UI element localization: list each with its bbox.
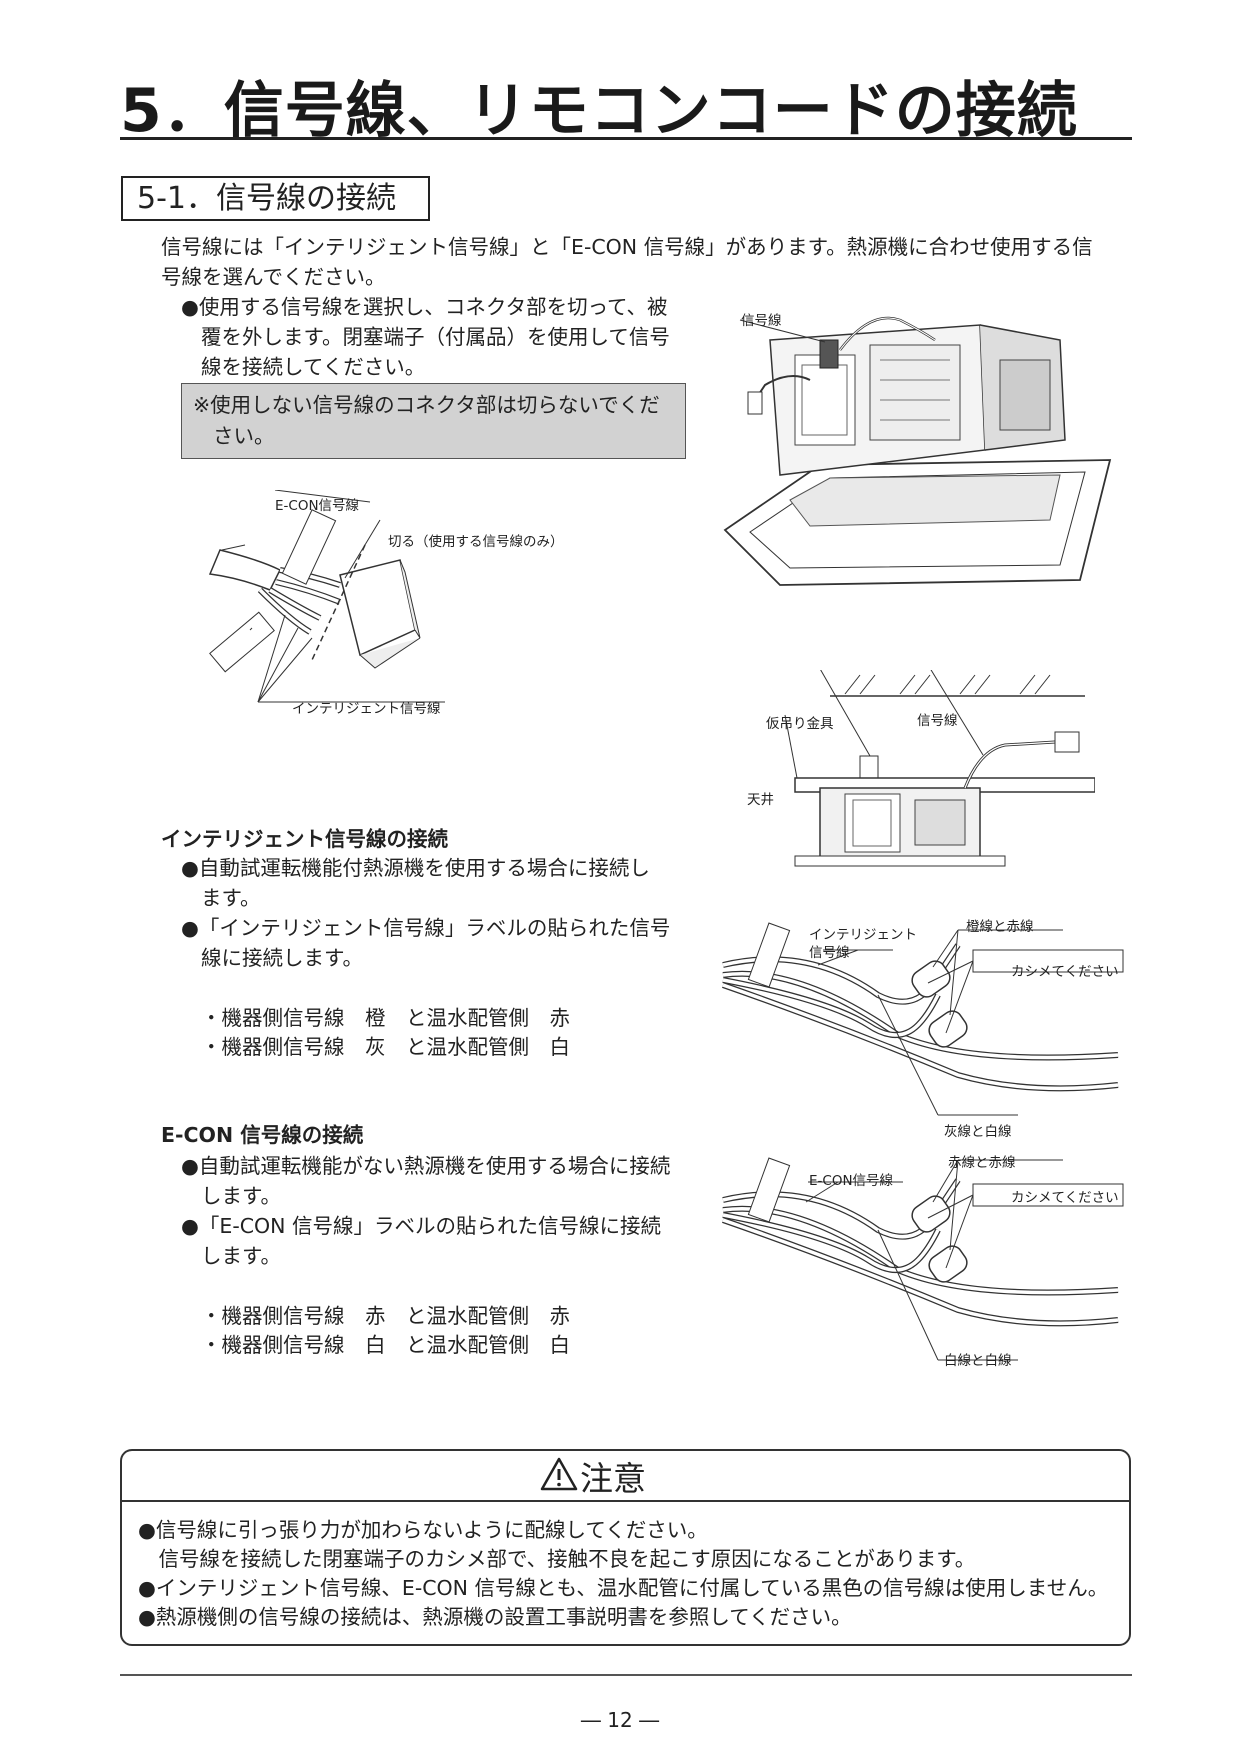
warning-icon [540, 1457, 578, 1491]
label-red-red: 赤線と赤線 [948, 1155, 1016, 1171]
bullet1-line-1: ●使用する信号線を選択し、コネクタ部を切って、被 [181, 295, 668, 319]
label-intelligent: インテリジェント [809, 927, 917, 943]
intro-line-1: 信号線には「インテリジェント信号線」と「E-CON 信号線」があります。熱源機に… [161, 235, 1093, 259]
intelligent-b2-1: ●「インテリジェント信号線」ラベルの貼られた信号 [181, 916, 671, 940]
intelligent-heading: インテリジェント信号線の接続 [161, 827, 448, 851]
note-box [181, 383, 686, 459]
label-ceiling-signal-wire: 信号線 [917, 713, 958, 729]
caution-item-2: 信号線を接続した閉塞端子のカシメ部で、接触不良を起こす原因になることがあります。 [138, 1547, 976, 1571]
caution-item-1: ●信号線に引っ張り力が加わらないように配線してください。 [138, 1518, 708, 1542]
intelligent-combo-1: ・機器側信号線 橙 と温水配管側 赤 [201, 1006, 570, 1030]
label-intelligent-2: 信号線 [809, 945, 850, 961]
caution-item-4: ●熱源機側の信号線の接続は、熱源機の設置工事説明書を参照してください。 [138, 1605, 852, 1629]
page-title: 5．信号線、リモコンコードの接続 [120, 76, 1078, 146]
label-intelligent-wire: インテリジェント信号線 [292, 701, 441, 717]
label-gray-white: 灰線と白線 [944, 1124, 1012, 1140]
econ-wire-diagram [722, 1157, 1124, 1361]
label-unit-signal-wire: 信号線 [741, 313, 782, 329]
intelligent-wire-diagram [722, 922, 1124, 1116]
intelligent-b1-2: ます。 [201, 886, 261, 910]
page-number: ― 12 ― [580, 1708, 660, 1732]
intelligent-combo-2: ・機器側信号線 灰 と温水配管側 白 [201, 1035, 570, 1059]
intelligent-b2-2: 線に接続します。 [201, 946, 363, 970]
intro-line-2: 号線を選んでください。 [161, 265, 386, 289]
caution-title: 注意 [580, 1459, 646, 1498]
bullet1-line-3: 線を接続してください。 [201, 355, 426, 379]
footer-rule [120, 1674, 1132, 1676]
econ-combo-1: ・機器側信号線 赤 と温水配管側 赤 [201, 1304, 570, 1328]
label-orange-red: 橙線と赤線 [966, 919, 1034, 935]
econ-b2-2: します。 [201, 1244, 281, 1268]
intelligent-b1-1: ●自動試運転機能付熱源機を使用する場合に接続し [181, 856, 650, 880]
note-line-1: ※使用しない信号線のコネクタ部は切らないでくだ [193, 393, 660, 417]
label-econ: E-CON信号線 [809, 1173, 894, 1189]
section-heading: 5-1．信号線の接続 [121, 176, 430, 221]
label-crimp-2: カシメてください [1011, 1190, 1119, 1206]
ceiling-diagram [784, 670, 1095, 867]
note-line-2: さい。 [213, 424, 275, 448]
label-ceiling: 天井 [747, 792, 774, 808]
caution-box [120, 1449, 1131, 1646]
econ-b1-1: ●自動試運転機能がない熱源機を使用する場合に接続 [181, 1154, 671, 1178]
label-crimp-1: カシメてください [1011, 964, 1119, 980]
econ-heading: E-CON 信号線の接続 [161, 1123, 364, 1147]
econ-combo-2: ・機器側信号線 白 と温水配管側 白 [201, 1333, 570, 1357]
label-econ-wire: E-CON信号線 [275, 498, 360, 514]
title-underline [120, 137, 1132, 140]
bullet1-line-2: 覆を外します。閉塞端子（付属品）を使用して信号 [201, 325, 670, 349]
caution-divider [120, 1500, 1131, 1502]
label-hanger: 仮吊り金具 [766, 716, 834, 732]
label-cut: 切る（使用する信号線のみ） [388, 534, 564, 550]
econ-b1-2: します。 [201, 1184, 281, 1208]
unit-diagram [723, 316, 1112, 586]
econ-b2-1: ●「E-CON 信号線」ラベルの貼られた信号線に接続 [181, 1214, 662, 1238]
connector-diagram [208, 490, 445, 703]
caution-item-3: ●インテリジェント信号線、E-CON 信号線とも、温水配管に付属している黒色の信… [138, 1576, 1109, 1600]
label-white-white: 白線と白線 [944, 1353, 1012, 1369]
